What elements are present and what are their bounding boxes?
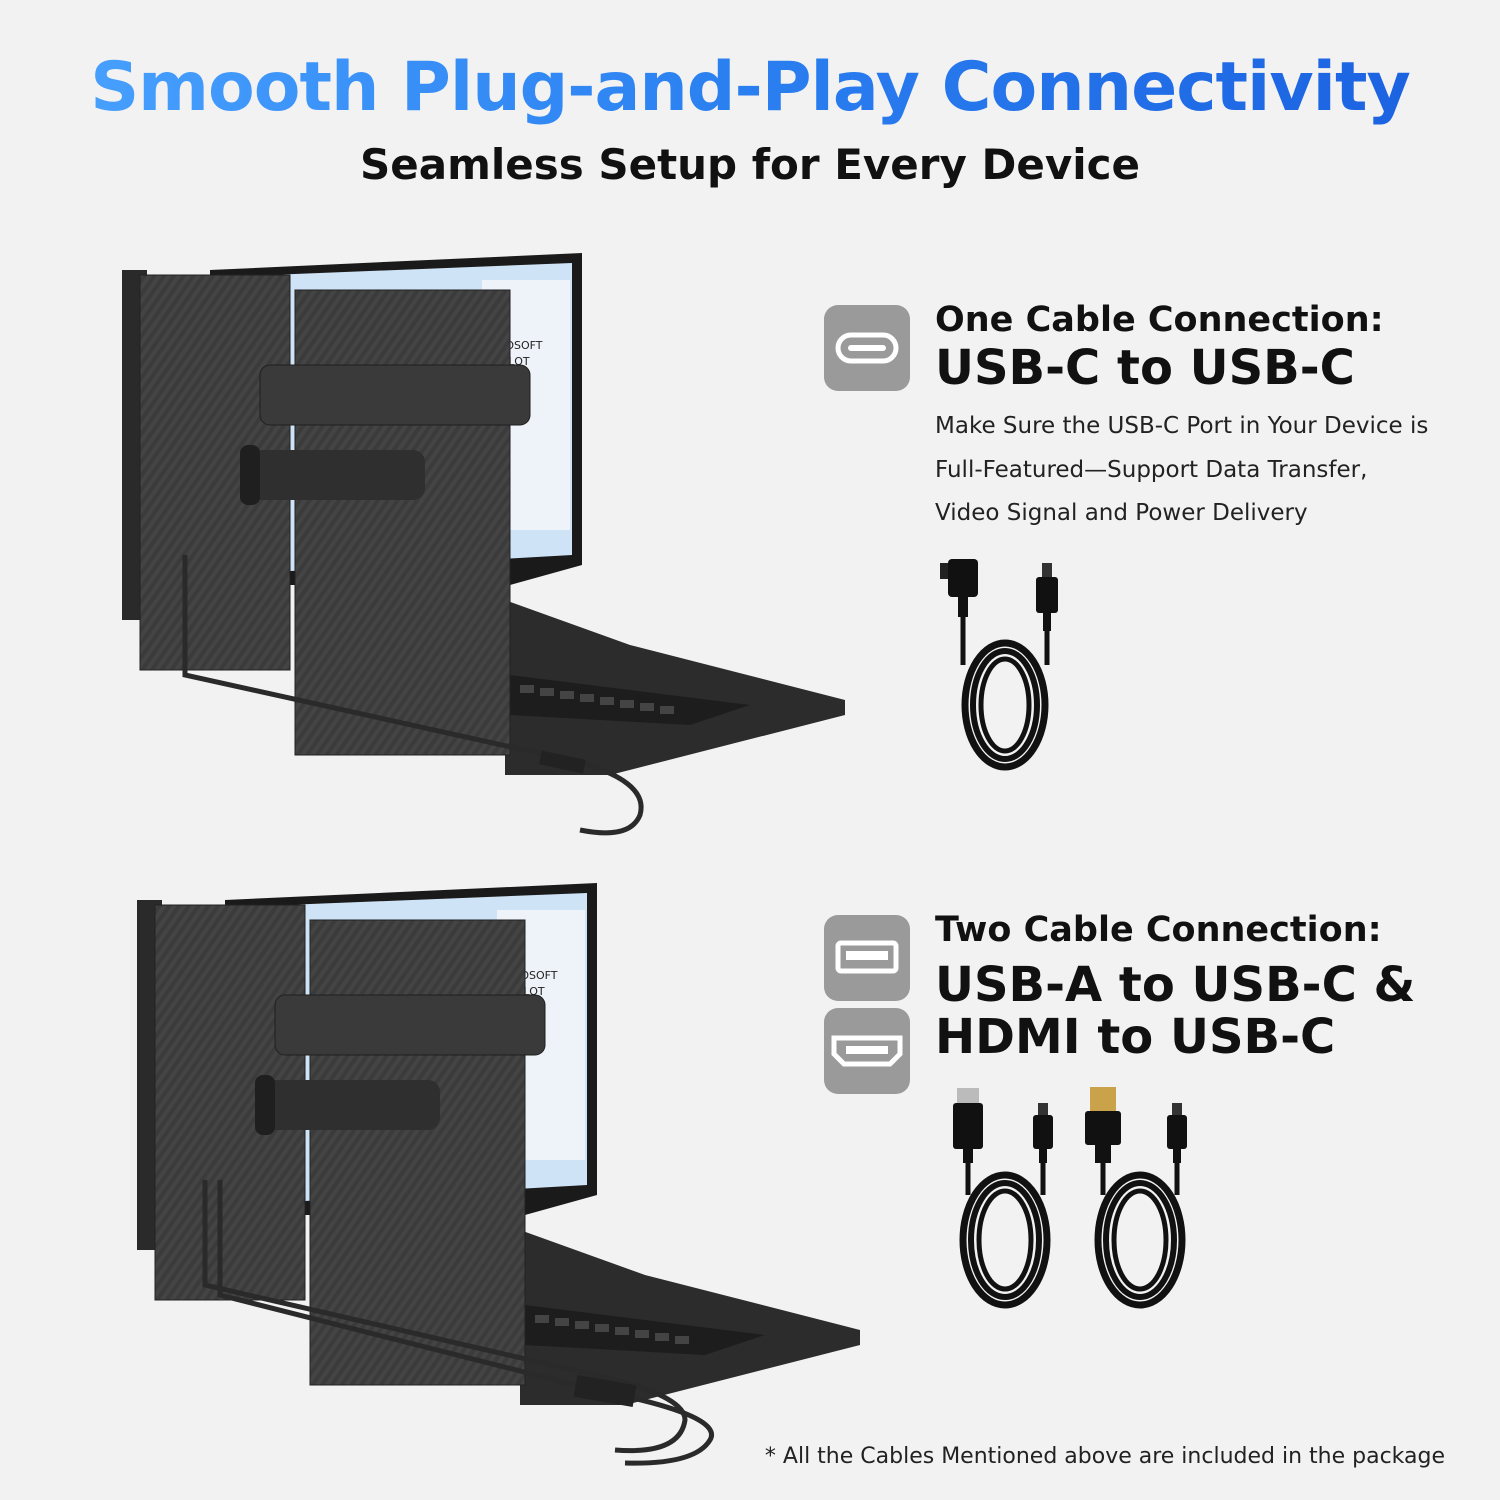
one-cable-description: Make Sure the USB-C Port in Your Device …	[935, 405, 1455, 536]
usb-c-to-usb-c-cable-image	[940, 559, 1058, 771]
two-cable-label: Two Cable Connection:	[935, 910, 1382, 950]
description-line: Make Sure the USB-C Port in Your Device …	[935, 413, 1429, 439]
laptop-single-cable-illustration: CROSOFT OPILOT	[122, 253, 845, 836]
footnote: * All the Cables Mentioned above are inc…	[764, 1444, 1445, 1469]
page-subtitle: Seamless Setup for Every Device	[360, 140, 1140, 189]
one-cable-type: USB-C to USB-C	[935, 340, 1355, 396]
two-cable-type-line1: USB-A to USB-C &	[935, 957, 1416, 1013]
usb-a-and-hdmi-cables-image	[953, 1087, 1187, 1309]
one-cable-label: One Cable Connection:	[935, 300, 1384, 340]
two-cable-type-line2: HDMI to USB-C	[935, 1009, 1336, 1065]
laptop-two-cable-illustration: CROSOFT OPILOT	[137, 883, 860, 1466]
description-line: Full-Featured—Support Data Transfer,	[935, 456, 1368, 483]
usb-c-port-icon	[824, 305, 910, 391]
page-title: Smooth Plug-and-Play Connectivity	[0, 48, 1500, 127]
usb-a-port-icon	[824, 915, 910, 1001]
description-line: Video Signal and Power Delivery	[935, 500, 1308, 526]
hdmi-port-icon	[824, 1008, 910, 1094]
